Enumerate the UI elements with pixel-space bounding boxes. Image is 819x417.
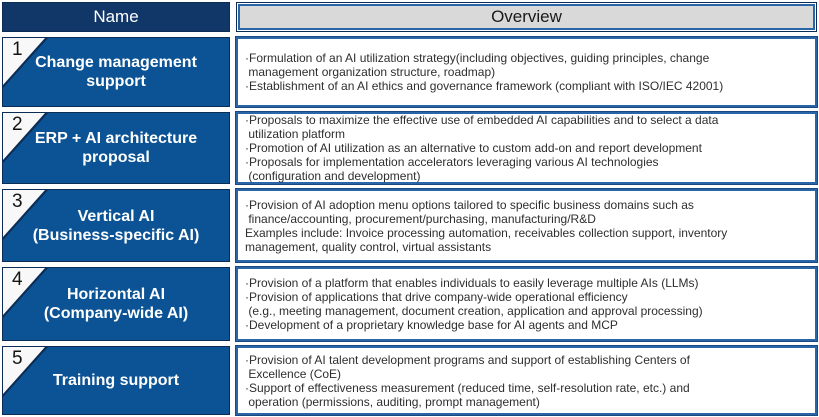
row-number-badge: 1 (3, 38, 48, 88)
service-name: Vertical AI (Business-specific AI) (32, 207, 200, 244)
service-name: Horizontal AI (Company-wide AI) (43, 286, 189, 322)
overview-item: ·Establishment of an AI ethics and gover… (245, 79, 724, 93)
column-header-name: Name (2, 2, 230, 32)
service-overview-cell: ·Proposals to maximize the effective use… (236, 112, 817, 184)
row-number: 3 (12, 191, 23, 212)
overview-item: ·Provision of AI adoption menu options t… (245, 197, 694, 226)
service-overview-cell: ·Formulation of an AI utilization strate… (236, 37, 817, 107)
row-number-badge: 2 (3, 113, 48, 163)
column-header-overview: Overview (236, 2, 817, 32)
service-name-cell: 1 Change management support (2, 37, 230, 107)
row-number-badge: 4 (3, 268, 48, 318)
service-name-cell: 2 ERP + AI architecture proposal (2, 112, 230, 184)
service-name: Change management support (35, 54, 197, 90)
overview-item: Examples include: Invoice processing aut… (245, 225, 728, 254)
row-number: 4 (12, 269, 23, 290)
service-overview-cell: ·Provision of a platform that enables in… (236, 267, 817, 341)
overview-item: ·Provision of applications that drive co… (245, 290, 703, 318)
row-number: 1 (12, 39, 23, 60)
row-number: 5 (12, 348, 23, 369)
service-name: ERP + AI architecture proposal (34, 130, 198, 166)
overview-item: ·Formulation of an AI utilization strate… (245, 51, 710, 79)
overview-item: ·Development of a proprietary knowledge … (245, 318, 618, 332)
overview-item: ·Support of effectiveness measurement (r… (245, 380, 690, 409)
service-overview-cell: ·Provision of AI talent development prog… (236, 346, 817, 415)
row-number-badge: 5 (3, 347, 48, 397)
row-number: 2 (12, 114, 23, 135)
service-name: Training support (52, 372, 180, 389)
badge-fold-corner-icon (3, 38, 45, 85)
service-name-cell: 5 Training support (2, 346, 230, 415)
service-overview-cell: ·Provision of AI adoption menu options t… (236, 189, 817, 262)
overview-item: ·Provision of AI talent development prog… (245, 352, 690, 381)
overview-item: ·Provision of a platform that enables in… (245, 276, 699, 290)
overview-item: ·Proposals to maximize the effective use… (245, 113, 719, 141)
row-number-badge: 3 (3, 190, 48, 240)
overview-item: ·Promotion of AI utilization as an alter… (245, 141, 702, 155)
overview-item: ·Proposals for implementation accelerato… (245, 155, 659, 183)
service-name-cell: 3 Vertical AI (Business-specific AI) (2, 189, 230, 262)
service-name-cell: 4 Horizontal AI (Company-wide AI) (2, 267, 230, 341)
